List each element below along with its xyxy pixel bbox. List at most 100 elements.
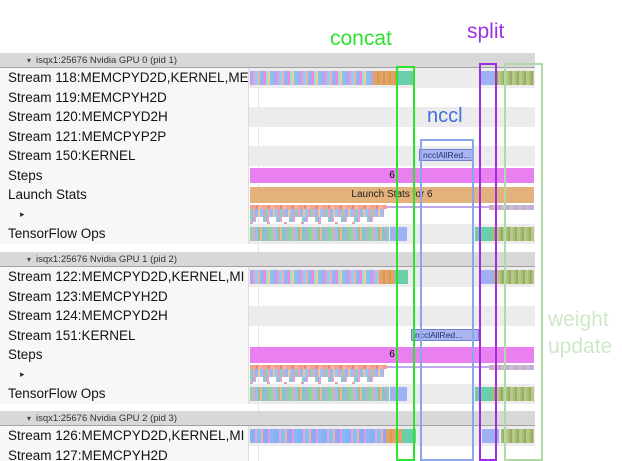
timeline-track[interactable]: ncclAllRed... [249,146,535,166]
trace-row: Stream 121:MEMCPYP2P [0,126,622,146]
trace-row: Stream 150:KERNEL ncclAllRed... [0,146,622,166]
annotation-weight-line: weight [548,308,609,331]
trace-event-olive[interactable] [501,428,534,443]
trace-row: Stream 122:MEMCPYD2D,KERNEL,MI [0,267,622,287]
timeline-track[interactable]: 6 [249,345,535,365]
timeline-track[interactable] [249,68,535,88]
annotation-concat: concat [330,27,392,50]
trace-event-dense1[interactable] [250,269,379,284]
annotation-split: split [467,20,505,43]
weight-update-highlight-box [504,63,543,461]
collapse-triangle-icon: ▾ [27,55,32,65]
name-scope-events[interactable] [250,364,387,369]
timeline-track[interactable] [249,306,535,326]
collapse-triangle-icon: ▾ [27,254,32,264]
gpu-section: ▾ isqx1:25676 Nvidia GPU 1 (pid 2) Stream … [0,252,622,404]
gpu-section-header[interactable]: ▾ isqx1:25676 Nvidia GPU 2 (pid 3) [0,411,535,426]
trace-event-peri[interactable] [479,70,494,85]
trace-row: Stream 124:MEMCPYD2H [0,306,622,326]
trace-event-denseops[interactable] [250,386,389,401]
trace-row: ▸TensorFlow Name Scope [0,204,622,226]
trace-row: Stream 126:MEMCPYD2D,KERNEL,MI [0,426,622,446]
trace-row: Stream 151:KERNEL ncclAllRed... [0,325,622,346]
timeline-track[interactable] [249,224,535,244]
trace-event-peri[interactable] [390,386,407,401]
trace-event-olive[interactable] [493,269,534,284]
timeline-track[interactable]: 6 [249,166,535,186]
gpu-section-title: isqx1:25676 Nvidia GPU 2 (pid 3) [36,412,178,424]
row-label: Steps [0,345,249,365]
trace-event-dense1[interactable] [250,70,373,85]
timeline-track[interactable] [249,426,535,446]
name-scope-events[interactable] [250,208,384,217]
name-scope-events[interactable] [489,204,534,210]
gpu-section-title: isqx1:25676 Nvidia GPU 1 (pid 2) [36,253,178,265]
trace-event-steps[interactable]: 6 [250,167,534,183]
trace-event-nccl[interactable]: ncclAllRed... [411,328,479,341]
timeline-track[interactable] [249,204,535,226]
trace-event-denseops[interactable] [250,226,389,241]
row-label[interactable]: ▸TensorFlow Name Scope [0,204,249,224]
gpu-section-header[interactable]: ▾isqx1:25676 Nvidia GPU 0 (pid 1) [0,53,535,68]
trace-event-teal[interactable] [402,428,416,443]
expand-triangle-icon: ▸ [20,208,25,219]
timeline-track[interactable]: Launch Stats for 6 [249,185,535,205]
trace-event-peri[interactable] [481,269,493,284]
gpu-section: ▾ isqx1:25676 Nvidia GPU 2 (pid 3) Stream … [0,411,622,461]
row-label: Stream 124:MEMCPYD2H [0,306,249,326]
trace-event-olive[interactable] [492,386,534,401]
timeline-track[interactable] [249,107,535,127]
name-scope-events[interactable] [387,365,534,368]
name-scope-events[interactable] [489,364,534,370]
trace-event-olive[interactable] [492,226,534,241]
trace-event-orange[interactable] [379,269,395,284]
timeline-track[interactable] [249,384,535,404]
trace-event-dense2[interactable] [250,428,386,443]
timeline-track[interactable] [249,364,535,386]
gpu-section-header[interactable]: ▾ isqx1:25676 Nvidia GPU 1 (pid 2) [0,252,535,267]
row-label: Stream 121:MEMCPYP2P [0,126,249,146]
gpu-section: ▾isqx1:25676 Nvidia GPU 0 (pid 1)Stream … [0,53,622,244]
trace-event-teal[interactable] [396,70,413,85]
trace-event-orange[interactable] [386,428,402,443]
trace-event-teal[interactable] [395,269,408,284]
timeline-track[interactable] [249,267,535,287]
row-label: Stream 126:MEMCPYD2D,KERNEL,MI [0,426,249,446]
split-highlight-box [479,63,497,461]
trace-row: Stream 119:MEMCPYH2D [0,87,622,107]
row-label: Launch Stats [0,185,249,205]
annotation-nccl: nccl [427,105,463,127]
row-label[interactable]: ▸TensorFlow Name Scope [0,364,249,384]
name-scope-events[interactable] [250,376,380,382]
name-scope-events[interactable] [250,221,362,226]
trace-event-launch[interactable]: Launch Stats for 6 [250,187,534,203]
trace-event-steps[interactable]: 6 [250,347,534,363]
trace-row: TensorFlow Ops [0,224,622,244]
name-scope-events[interactable] [250,368,384,377]
row-label: TensorFlow Ops [0,384,249,404]
trace-event-peri[interactable] [390,226,407,241]
trace-event-peri[interactable] [482,428,499,443]
timeline-track[interactable]: ncclAllRed... [249,326,535,346]
name-scope-events[interactable] [250,204,387,209]
row-label: Stream 119:MEMCPYH2D [0,87,249,107]
trace-event-nccl[interactable]: ncclAllRed... [419,149,474,161]
trace-row: ▸TensorFlow Name Scope [0,364,622,386]
row-label: Stream 127:MEMCPYH2D [0,445,249,461]
trace-event-orange[interactable] [373,70,396,85]
collapse-triangle-icon: ▾ [27,413,32,423]
nccl-highlight-box [420,139,474,461]
name-scope-events[interactable] [250,381,362,386]
trace-row: Stream 120:MEMCPYD2H [0,107,622,127]
name-scope-events[interactable] [387,205,534,208]
row-label: Stream 151:KERNEL [0,325,249,345]
name-scope-events[interactable] [250,216,380,222]
annotation-weight-update: weight update [548,306,612,360]
row-label: Stream 122:MEMCPYD2D,KERNEL,MI [0,267,249,287]
row-label: Stream 123:MEMCPYH2D [0,286,249,306]
row-label: Stream 150:KERNEL [0,146,249,166]
row-label: Stream 118:MEMCPYD2D,KERNEL,ME [0,68,249,88]
trace-row: TensorFlow Ops [0,384,622,404]
